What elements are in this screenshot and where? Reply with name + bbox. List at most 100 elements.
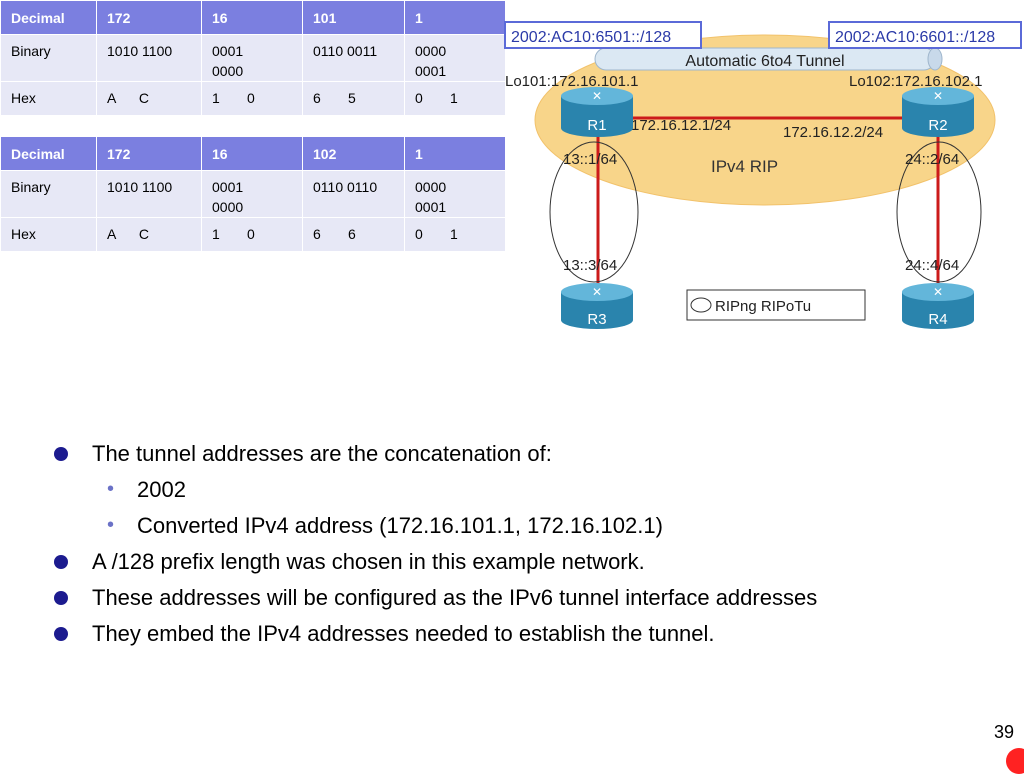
router-r3-icon: ✕ R3: [561, 283, 633, 329]
svg-text:✕: ✕: [592, 89, 602, 103]
table-cell: A C: [96, 217, 202, 252]
legend-oval-icon: [690, 297, 712, 313]
bullet-dot-icon: [54, 627, 68, 641]
sub-bullet-icon: •: [107, 478, 115, 500]
table-cell: 0000 0001: [404, 34, 506, 82]
table-cell: 6 6: [302, 217, 405, 252]
svg-text:✕: ✕: [933, 285, 943, 299]
tunnel-end: [927, 47, 943, 71]
router-r4-label: R4: [928, 311, 947, 328]
tunnel-address-box-left: [504, 21, 702, 49]
table-cell: 6 5: [302, 81, 405, 116]
ipv4-rip-area: [534, 34, 996, 206]
cell-line: 0000: [212, 63, 244, 79]
list-item-text: The tunnel addresses are the concatenati…: [92, 441, 552, 466]
list-item-text: They embed the IPv4 addresses needed to …: [92, 621, 715, 646]
table-cell: 1: [404, 136, 506, 171]
list-item: • 2002: [52, 476, 1012, 504]
table-cell: 101: [302, 0, 405, 35]
corner-dot-icon: [1006, 748, 1024, 774]
list-item-text: A /128 prefix length was chosen in this …: [92, 549, 645, 574]
table-cell: 1 0: [201, 217, 303, 252]
table-cell: 1 0: [201, 81, 303, 116]
list-item-text: Converted IPv4 address (172.16.101.1, 17…: [137, 513, 663, 538]
table-cell: Decimal: [0, 136, 97, 171]
table-cell: A C: [96, 81, 202, 116]
table-cell: Binary: [0, 170, 97, 218]
bullet-dot-icon: [54, 447, 68, 461]
loopback-102-label: Lo102:172.16.102.1: [849, 73, 982, 90]
cell-line: 0001: [415, 199, 447, 215]
bullet-dot-icon: [54, 555, 68, 569]
list-item-text: These addresses will be configured as th…: [92, 585, 818, 610]
router-r2-icon: ✕ R2: [902, 87, 974, 137]
loopback-101-label: Lo101:172.16.101.1: [505, 73, 638, 90]
router-r3-label: R3: [587, 311, 606, 328]
table-cell: 1: [404, 0, 506, 35]
bullet-list: The tunnel addresses are the concatenati…: [52, 440, 1012, 648]
r2-ip-label: 172.16.12.2/24: [783, 124, 883, 141]
router-r4-icon: ✕ R4: [902, 283, 974, 329]
ipv4-rip-label: IPv4 RIP: [711, 157, 778, 176]
ripoTu-oval-right: [896, 141, 982, 283]
conversion-table-102: Decimal 172 16 102 1 Binary 1010 1100 00…: [0, 136, 506, 252]
tunnel-address-left: 2002:AC10:6501::/128: [511, 29, 671, 46]
legend-box: [686, 289, 866, 321]
svg-text:✕: ✕: [933, 89, 943, 103]
table-cell: 0110 0110: [302, 170, 405, 218]
router-r1-label: R1: [587, 117, 606, 134]
list-item: They embed the IPv4 addresses needed to …: [52, 620, 1012, 648]
r2-ipv6-label: 24::2/64: [905, 151, 959, 168]
table-cell: 0001 0000: [201, 34, 303, 82]
table-cell: Hex: [0, 217, 97, 252]
conversion-table-101: Decimal 172 16 101 1 Binary 1010 1100 00…: [0, 0, 506, 116]
table-cell: Binary: [0, 34, 97, 82]
tunnel-address-box-right: [828, 21, 1022, 49]
svg-text:✕: ✕: [592, 285, 602, 299]
r4-ipv6-label: 24::4/64: [905, 257, 959, 274]
table-cell: 0 1: [404, 217, 506, 252]
r3-ipv6-label: 13::3/64: [563, 257, 617, 274]
table-cell: Decimal: [0, 0, 97, 35]
list-item: These addresses will be configured as th…: [52, 584, 1012, 612]
table-cell: 102: [302, 136, 405, 171]
table-cell: 16: [201, 136, 303, 171]
cell-line: 0001: [415, 63, 447, 79]
router-r2-label: R2: [928, 117, 947, 134]
sub-bullet-icon: •: [107, 514, 115, 536]
list-item: • Converted IPv4 address (172.16.101.1, 1…: [52, 512, 1012, 540]
table-header-row: Decimal 172 16 101 1: [0, 0, 506, 35]
page-number: 39: [993, 722, 1014, 742]
table-row: Binary 1010 1100 0001 0000 0110 0011 0000…: [0, 34, 506, 82]
cell-line: 0001: [212, 179, 244, 195]
cell-line: 0000: [212, 199, 244, 215]
table-cell: Hex: [0, 81, 97, 116]
tunnel-label: Automatic 6to4 Tunnel: [685, 53, 844, 70]
table-header-row: Decimal 172 16 102 1: [0, 136, 506, 171]
cell-line: 0000: [415, 43, 447, 59]
table-cell: 1010 1100: [96, 34, 202, 82]
r1-ip-label: 172.16.12.1/24: [631, 117, 731, 134]
table-cell: 1010 1100: [96, 170, 202, 218]
table-cell: 0001 0000: [201, 170, 303, 218]
tunnel-address-right: 2002:AC10:6601::/128: [835, 29, 995, 46]
list-item: The tunnel addresses are the concatenati…: [52, 440, 1012, 468]
table-cell: 0110 0011: [302, 34, 405, 82]
network-diagram: Automatic 6to4 Tunnel 2002:AC10:6501::/1…: [504, 21, 1022, 329]
r1-ipv6-label: 13::1/64: [563, 151, 617, 168]
table-row: Binary 1010 1100 0001 0000 0110 0110 0000…: [0, 170, 506, 218]
cell-line: 0001: [212, 43, 244, 59]
table-row: Hex A C 1 0 6 5 0 1: [0, 81, 506, 116]
cell-line: 0000: [415, 179, 447, 195]
list-item: A /128 prefix length was chosen in this …: [52, 548, 1012, 576]
list-item-text: 2002: [137, 477, 186, 502]
table-cell: 172: [96, 0, 202, 35]
bullet-dot-icon: [54, 591, 68, 605]
table-cell: 172: [96, 136, 202, 171]
table-cell: 0 1: [404, 81, 506, 116]
legend-label: RIPng RIPoTu: [715, 298, 811, 315]
table-row: Hex A C 1 0 6 6 0 1: [0, 217, 506, 252]
table-cell: 0000 0001: [404, 170, 506, 218]
router-r1-icon: ✕ R1: [561, 87, 633, 137]
table-cell: 16: [201, 0, 303, 35]
